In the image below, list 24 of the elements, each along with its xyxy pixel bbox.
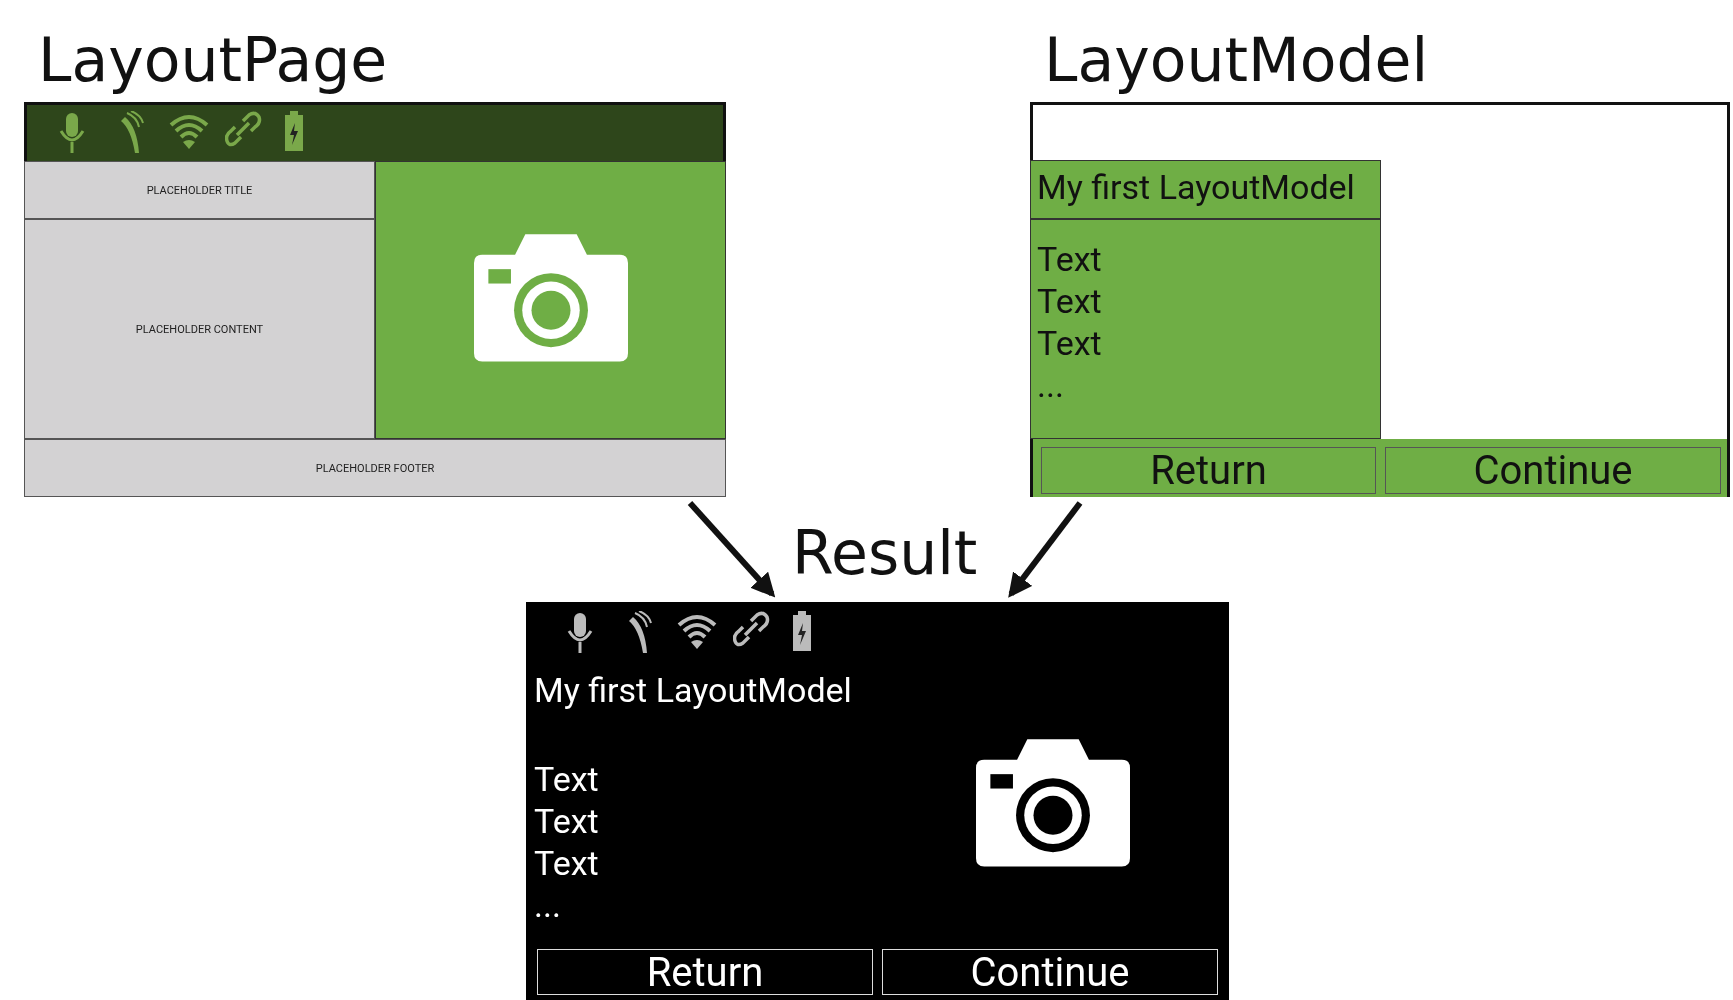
body-text: ... xyxy=(534,884,561,926)
button: Return xyxy=(537,949,873,995)
body-text: Text xyxy=(1037,280,1102,322)
panel-heading: LayoutPage xyxy=(38,24,388,97)
title-text: My first LayoutModel xyxy=(534,670,852,710)
button: Return xyxy=(1041,447,1376,494)
body-text: Text xyxy=(534,800,599,842)
arrow xyxy=(687,501,776,598)
content-panel xyxy=(1030,219,1381,439)
placeholder-area: PLACEHOLDER FOOTER xyxy=(24,439,726,497)
image-panel xyxy=(375,161,726,439)
body-text: ... xyxy=(1037,364,1064,406)
placeholder-area: PLACEHOLDER TITLE xyxy=(24,161,375,219)
body-text: Text xyxy=(1037,322,1102,364)
body-text: Text xyxy=(534,758,599,800)
arrow xyxy=(1008,501,1083,598)
panel-heading: Result xyxy=(792,517,978,590)
body-text: Text xyxy=(534,842,599,884)
button: Continue xyxy=(882,949,1218,995)
panel-heading: LayoutModel xyxy=(1044,24,1429,97)
button: Continue xyxy=(1385,447,1721,494)
body-text: Text xyxy=(1037,238,1102,280)
placeholder-area: PLACEHOLDER CONTENT xyxy=(24,219,375,439)
title-bar: My first LayoutModel xyxy=(1030,160,1381,219)
